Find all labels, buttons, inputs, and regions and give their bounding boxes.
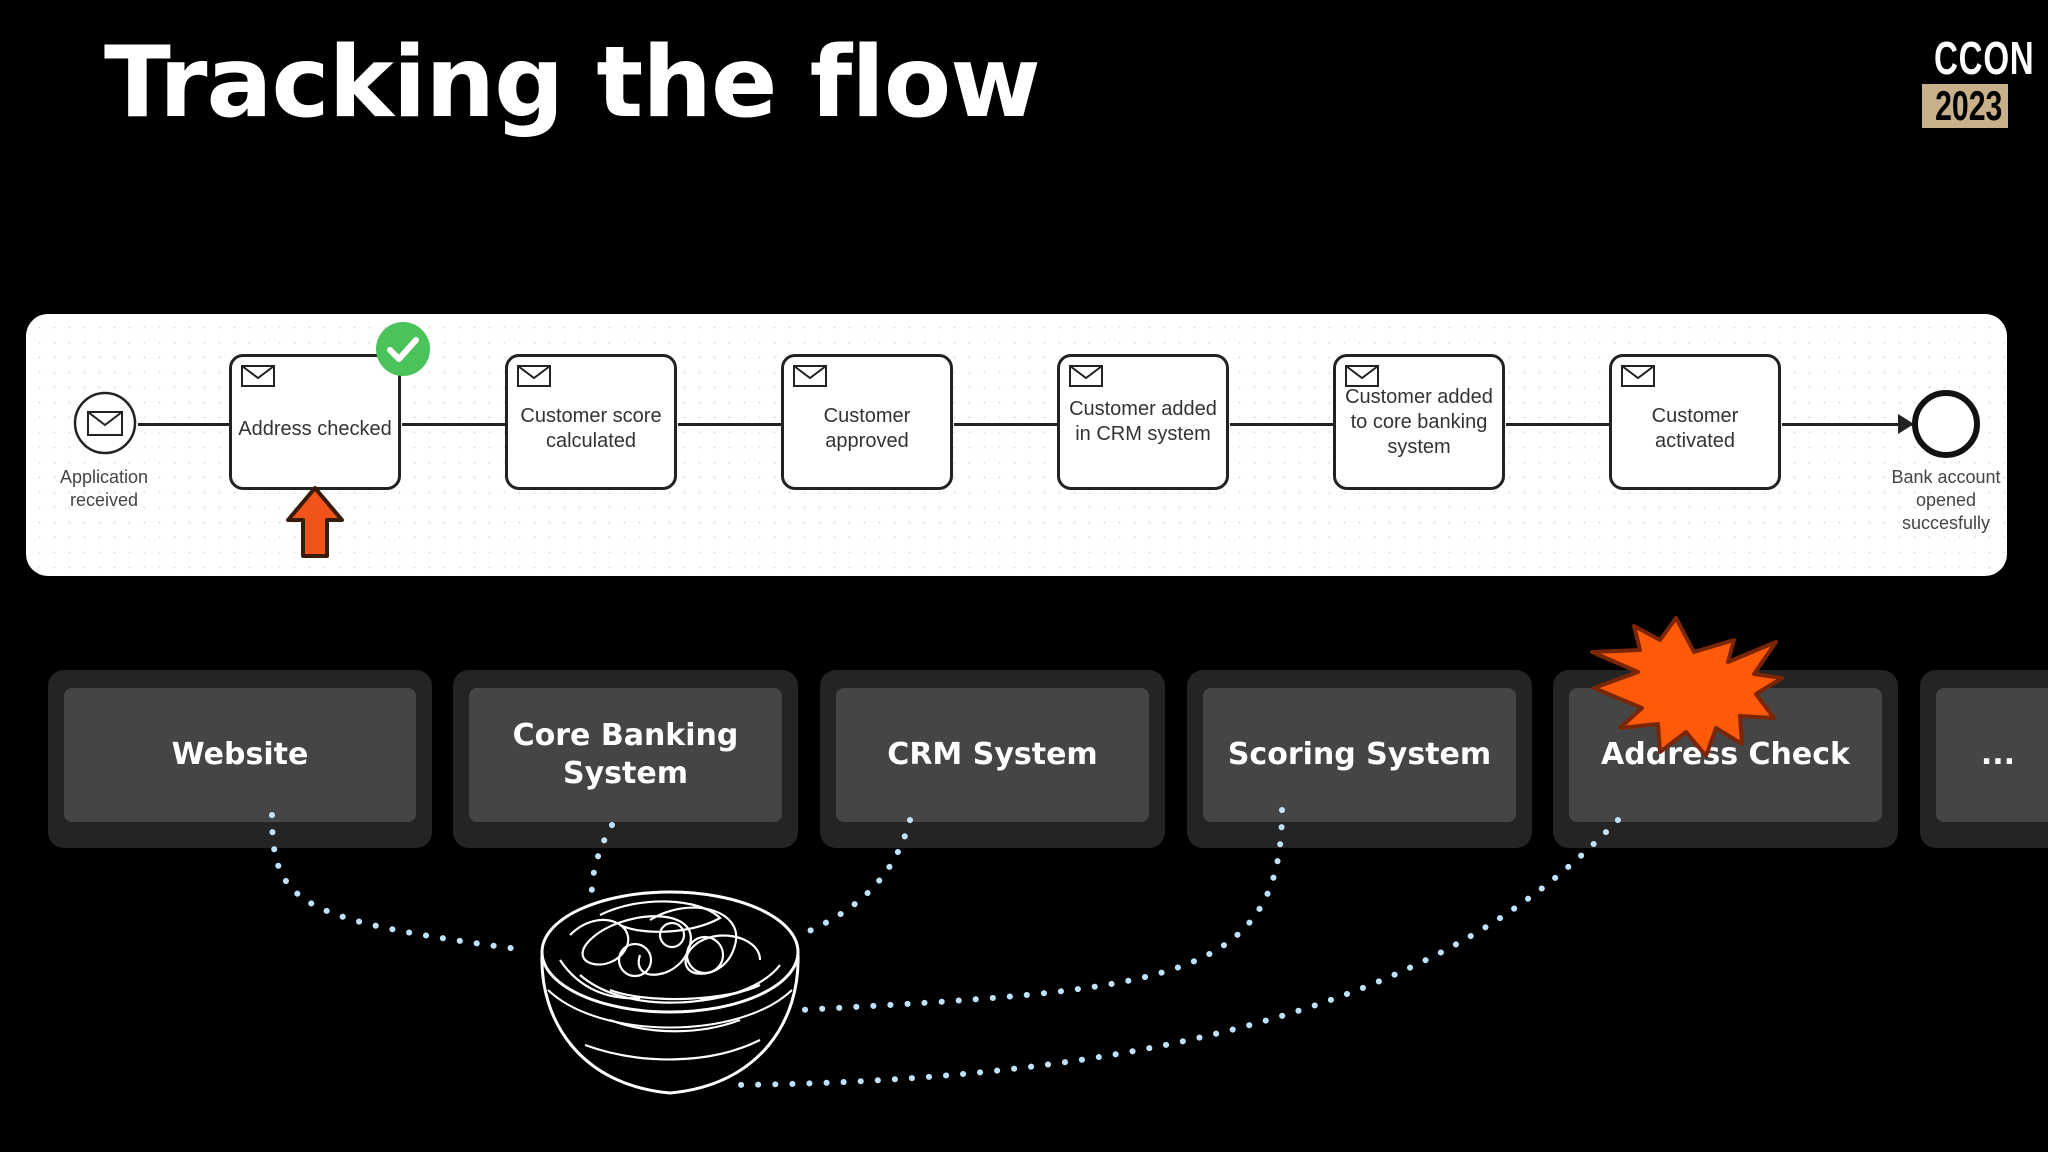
envelope-icon [1621, 365, 1655, 387]
flow-arrow [1782, 414, 1914, 434]
system-card-crm: CRM System [820, 670, 1165, 848]
task-label: Customer added to core banking system [1345, 385, 1493, 458]
explosion-icon [1590, 616, 1784, 758]
envelope-icon [87, 411, 123, 436]
system-label: Scoring System [1203, 688, 1516, 822]
system-card-core-banking: Core Banking System [453, 670, 798, 848]
task-customer-activated: Customer activated [1609, 354, 1781, 490]
envelope-icon [793, 365, 827, 387]
task-customer-added-core-banking: Customer added to core banking system [1333, 354, 1505, 490]
process-diagram: Application received Address checked Cus… [26, 314, 2007, 576]
system-label: ... [1936, 688, 2048, 822]
envelope-icon [517, 365, 551, 387]
task-label: Customer approved [823, 405, 911, 452]
system-label: CRM System [836, 688, 1149, 822]
system-card-scoring: Scoring System [1187, 670, 1532, 848]
task-customer-approved: Customer approved [781, 354, 953, 490]
system-label: Core Banking System [469, 688, 782, 822]
task-label: Customer activated [1651, 405, 1739, 452]
spaghetti-bowl-icon [540, 890, 800, 1095]
slide-title: Tracking the flow [104, 26, 1041, 140]
logo-year: 2023 [1935, 82, 2003, 129]
system-card-more: ... [1920, 670, 2048, 848]
task-label: Customer score calculated [520, 405, 662, 452]
end-event-label: Bank account opened succesfully [1891, 467, 2001, 533]
task-label: Address checked [238, 417, 392, 440]
checkmark-icon [376, 322, 430, 376]
end-event [1912, 390, 1980, 458]
logo-year-badge: 2023 [1922, 84, 2008, 128]
task-customer-added-crm: Customer added in CRM system [1057, 354, 1229, 490]
task-address-checked: Address checked [229, 354, 401, 490]
task-customer-score-calculated: Customer score calculated [505, 354, 677, 490]
dotted-connections [269, 807, 1621, 1088]
start-event [73, 391, 137, 455]
task-label: Customer added in CRM system [1069, 398, 1217, 445]
system-card-website: Website [48, 670, 432, 848]
start-event-label: Application received [59, 467, 149, 510]
envelope-icon [1069, 365, 1103, 387]
system-label: Website [64, 688, 416, 822]
envelope-icon [1345, 365, 1379, 387]
envelope-icon [241, 365, 275, 387]
up-arrow-icon [286, 486, 344, 558]
